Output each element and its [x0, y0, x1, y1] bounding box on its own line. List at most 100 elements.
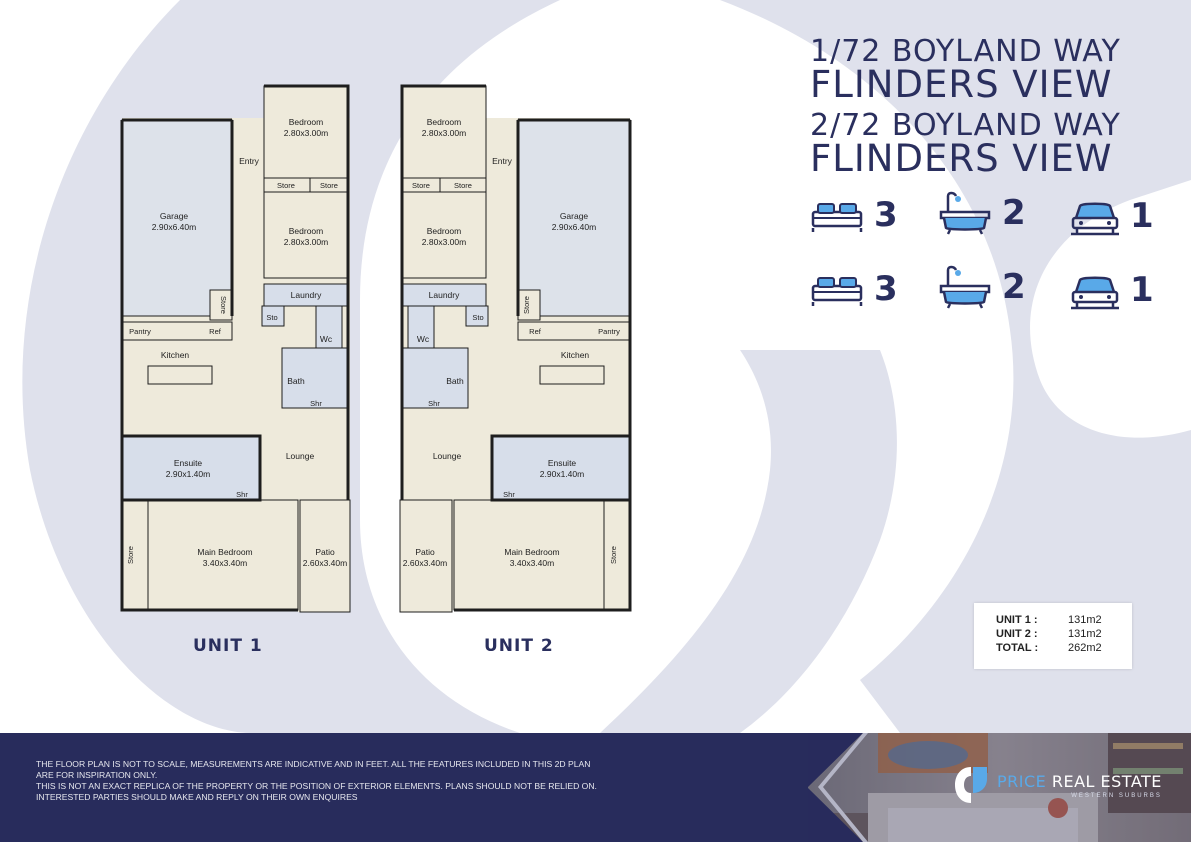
- area-summary: UNIT 1 : 131m2 UNIT 2 : 131m2 TOTAL : 262m2: [974, 603, 1132, 669]
- unit1-ensuite: [121, 435, 261, 501]
- u2-ensuite-label: Ensuite: [548, 458, 577, 468]
- unit2-main-bed: [453, 499, 605, 611]
- u1-store-side-label: Store: [126, 546, 135, 564]
- u1-lounge-label: Lounge: [286, 451, 315, 461]
- car-icon: [1071, 202, 1119, 236]
- unit1-store-side: [121, 499, 149, 611]
- u1-bedroom-top-size: 2.80x3.00m: [284, 128, 328, 138]
- brand-logo: PRICE REAL ESTATE WESTERN SUBURBS: [953, 765, 1162, 805]
- u1-patio-size: 2.60x3.40m: [303, 558, 347, 568]
- area-value: 262m2: [1068, 642, 1102, 654]
- footer-bar: THE FLOOR PLAN IS NOT TO SCALE, MEASUREM…: [0, 733, 1191, 842]
- disclaimer-line: THIS IS NOT AN EXACT REPLICA OF THE PROP…: [36, 781, 597, 791]
- u2-bedroom-top-label: Bedroom: [427, 117, 462, 127]
- u1-main-bed-label: Main Bedroom: [197, 547, 252, 557]
- area-row-unit2: UNIT 2 : 131m2: [996, 628, 1102, 640]
- unit2-address: 2/72 BOYLAND WAY: [810, 108, 1121, 143]
- bathrooms-count-row2: 2: [1002, 267, 1026, 307]
- logo-brand-b: REAL ESTATE: [1046, 771, 1162, 791]
- u1-shr-label: Shr: [310, 399, 322, 408]
- u2-sto-label: Sto: [472, 313, 483, 322]
- cars-count-row1: 1: [1130, 196, 1154, 236]
- unit1-island: [147, 365, 213, 385]
- u1-ensuite-label: Ensuite: [174, 458, 203, 468]
- unit2-ensuite: [491, 435, 631, 501]
- u2-ref-label: Ref: [529, 327, 542, 336]
- bath-icon: [939, 265, 991, 309]
- u2-garage-size: 2.90x6.40m: [552, 222, 596, 232]
- u2-bedroom-mid-label: Bedroom: [427, 226, 462, 236]
- bedrooms-count-row2: 3: [874, 269, 898, 309]
- u2-store-a-label: Store: [412, 181, 430, 190]
- bath-icon: [939, 191, 991, 235]
- disclaimer-line: INTERESTED PARTIES SHOULD MAKE AND REPLY…: [36, 792, 358, 802]
- area-label: UNIT 1 :: [996, 614, 1038, 626]
- u2-store-b-label: Store: [454, 181, 472, 190]
- u1-pantry-label: Pantry: [129, 327, 151, 336]
- u1-ensuite-size: 2.90x1.40m: [166, 469, 210, 479]
- unit2-bath: [401, 347, 469, 409]
- area-value: 131m2: [1068, 614, 1102, 626]
- u1-ref-label: Ref: [209, 327, 222, 336]
- disclaimer-line: THE FLOOR PLAN IS NOT TO SCALE, MEASUREM…: [36, 759, 591, 769]
- unit2-label: UNIT 2: [484, 636, 554, 656]
- unit1-wc: [315, 305, 343, 349]
- feature-beds-row1: 3: [810, 194, 898, 236]
- u2-bedroom-mid-size: 2.80x3.00m: [422, 237, 466, 247]
- bed-icon: [811, 203, 863, 232]
- unit1-patio: [299, 499, 351, 613]
- logo-brand-a: PRICE: [997, 771, 1047, 791]
- u2-store-small-label: Store: [522, 296, 531, 314]
- u2-patio-label: Patio: [415, 547, 435, 557]
- u1-bedroom-mid-label: Bedroom: [289, 226, 324, 236]
- unit2-garage: [517, 119, 631, 317]
- u2-garage-label: Garage: [560, 211, 589, 221]
- u2-pantry-label: Pantry: [598, 327, 620, 336]
- bathrooms-count-row1: 2: [1002, 193, 1026, 233]
- unit1-garage: [121, 119, 233, 317]
- area-label: UNIT 2 :: [996, 628, 1038, 640]
- car-icon: [1071, 276, 1119, 310]
- unit1-sto: [261, 305, 285, 327]
- logo-brand: PRICE REAL ESTATE: [997, 772, 1162, 791]
- u2-ensuite-shr: Shr: [503, 490, 515, 499]
- u1-ensuite-shr: Shr: [236, 490, 248, 499]
- unit2-patio: [399, 499, 453, 613]
- u1-store-small-label: Store: [219, 296, 228, 314]
- u2-patio-size: 2.60x3.40m: [403, 558, 447, 568]
- unit1-bedroom-top: [263, 85, 349, 179]
- feature-cars-row1: 1: [1070, 196, 1154, 236]
- u2-shr-label: Shr: [428, 399, 440, 408]
- cars-count-row2: 1: [1130, 270, 1154, 310]
- u2-laundry-label: Laundry: [429, 290, 460, 300]
- u2-main-bed-size: 3.40x3.40m: [510, 558, 554, 568]
- unit1-bath: [281, 347, 349, 409]
- area-value: 131m2: [1068, 628, 1102, 640]
- unit1-name: FLINDERS VIEW: [810, 63, 1113, 106]
- unit2-island: [539, 365, 605, 385]
- bedrooms-count-row1: 3: [874, 195, 898, 235]
- area-label: TOTAL :: [996, 642, 1039, 654]
- logo-tagline: WESTERN SUBURBS: [1071, 792, 1162, 799]
- u2-kitchen-label: Kitchen: [561, 350, 590, 360]
- unit2-bedroom-mid: [401, 191, 487, 279]
- unit2-sto: [465, 305, 489, 327]
- u1-sto-label: Sto: [266, 313, 277, 322]
- u1-kitchen-label: Kitchen: [161, 350, 190, 360]
- unit1-bedroom-mid: [263, 191, 349, 279]
- u2-main-bed-label: Main Bedroom: [504, 547, 559, 557]
- feature-cars-row2: 1: [1070, 270, 1154, 310]
- u2-entry-label: Entry: [492, 156, 513, 166]
- bed-icon: [811, 277, 863, 306]
- floor-plans: Bedroom 2.80x3.00m Store Store Entry Gar…: [120, 84, 632, 613]
- logo-mark-icon: [955, 767, 987, 803]
- u2-bath-label: Bath: [446, 376, 464, 386]
- feature-baths-row2: 2: [938, 264, 1026, 310]
- unit1-label: UNIT 1: [193, 636, 263, 656]
- unit2-name: FLINDERS VIEW: [810, 137, 1113, 180]
- disclaimer: THE FLOOR PLAN IS NOT TO SCALE, MEASUREM…: [36, 759, 686, 803]
- u1-garage-size: 2.90x6.40m: [152, 222, 196, 232]
- u2-bedroom-top-size: 2.80x3.00m: [422, 128, 466, 138]
- u1-garage-label: Garage: [160, 211, 189, 221]
- area-row-total: TOTAL : 262m2: [996, 642, 1102, 654]
